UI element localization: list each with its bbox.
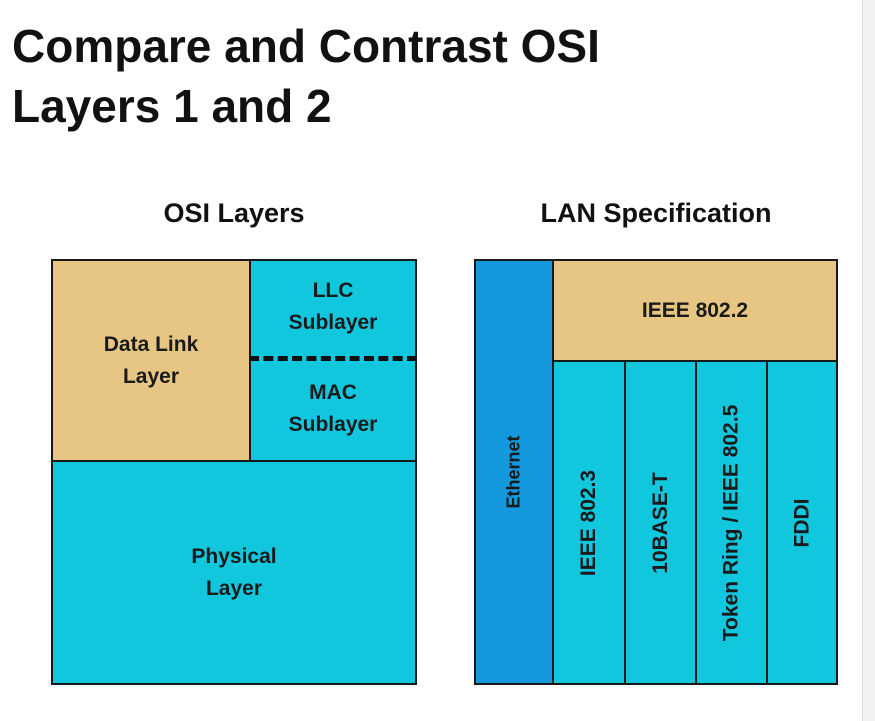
- ethernet-label: Ethernet: [503, 435, 524, 509]
- mac-sublayer-label-2: Sublayer: [288, 412, 378, 436]
- 10base-t-column: 10BASE-T: [624, 360, 697, 685]
- physical-layer-label-2: Layer: [205, 576, 263, 600]
- llc-sublayer-label-1: LLC: [312, 279, 354, 302]
- fddi-column: FDDI: [766, 360, 838, 685]
- mac-sublayer-box: MAC Sublayer: [249, 357, 417, 462]
- ieee-802-3-column: IEEE 802.3: [552, 360, 626, 685]
- physical-layer-box: Physical Layer: [51, 460, 417, 685]
- 10base-t-label: 10BASE-T: [648, 471, 672, 574]
- llc-sublayer-label-2: Sublayer: [288, 311, 378, 334]
- token-ring-ieee-802-5-label: Token Ring / IEEE 802.5: [719, 404, 743, 641]
- data-link-layer-label-1: Data Link: [103, 332, 199, 356]
- fddi-label: FDDI: [790, 498, 813, 547]
- slide-title-line-1: Compare and Contrast OSI: [12, 20, 600, 72]
- ethernet-column: Ethernet: [474, 259, 554, 685]
- slide-title: Compare and Contrast OSI Layers 1 and 2: [12, 16, 832, 136]
- slide-title-line-2: Layers 1 and 2: [12, 80, 332, 132]
- token-ring-ieee-802-5-column: Token Ring / IEEE 802.5: [695, 360, 768, 685]
- ieee-802-3-label: IEEE 802.3: [577, 469, 600, 576]
- mac-sublayer-label-1: MAC: [309, 380, 357, 404]
- llc-sublayer-box: LLC Sublayer: [249, 259, 417, 359]
- lan-specification-heading: LAN Specification: [540, 198, 772, 228]
- ieee-802-2-label: IEEE 802.2: [641, 298, 749, 322]
- data-link-layer-box: Data Link Layer: [51, 259, 251, 462]
- physical-layer-label-1: Physical: [191, 544, 277, 568]
- osi-layers-heading: OSI Layers: [163, 198, 305, 228]
- data-link-layer-label-2: Layer: [122, 364, 180, 388]
- llc-mac-dashed-divider: [249, 356, 417, 361]
- right-edge-strip: [862, 0, 875, 721]
- ieee-802-2-box: IEEE 802.2: [552, 259, 838, 362]
